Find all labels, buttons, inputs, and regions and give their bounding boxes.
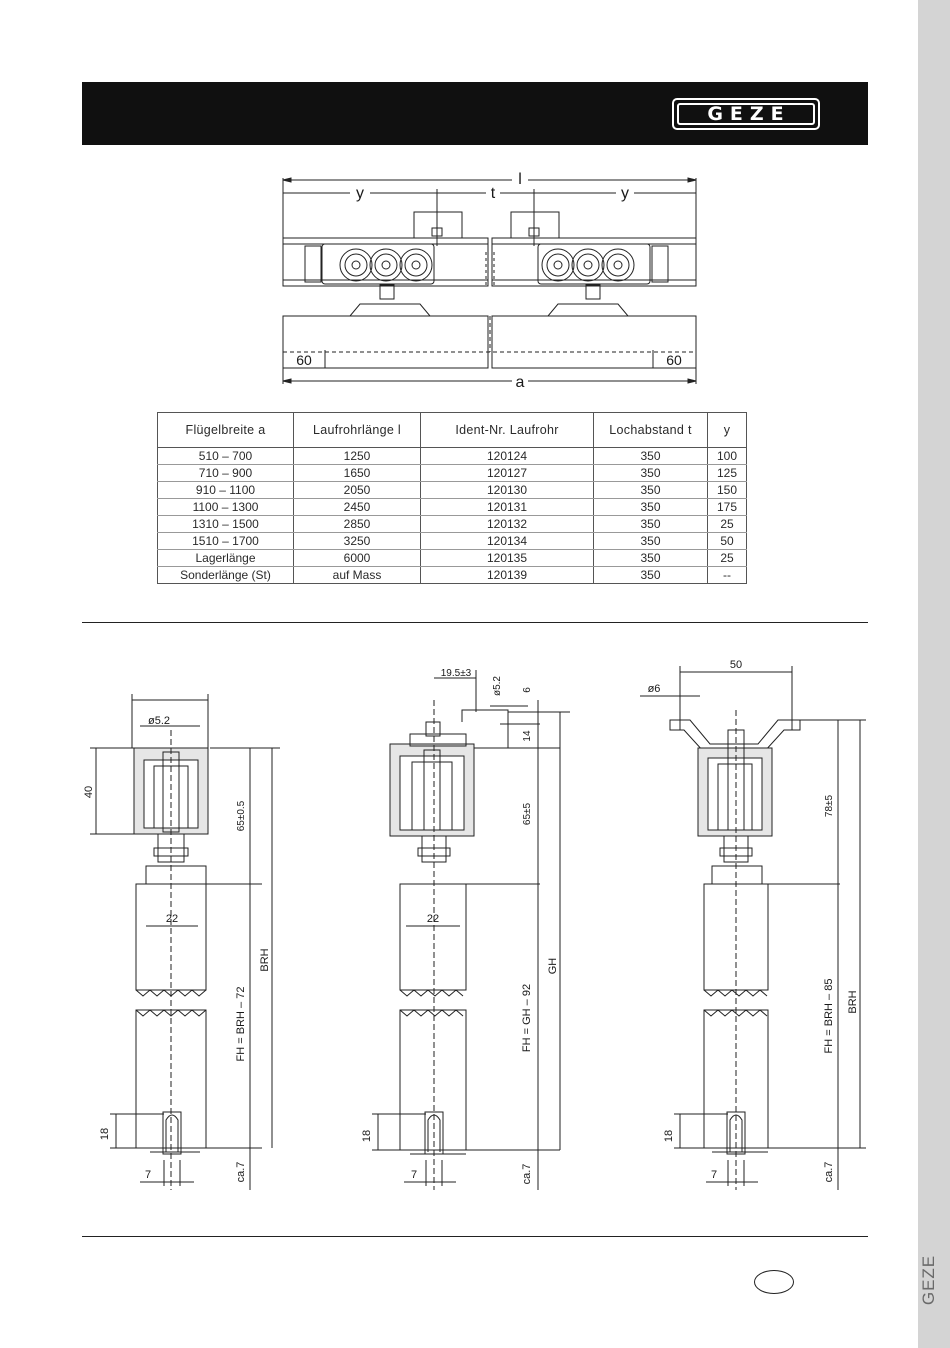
s2-w22: 22 bbox=[427, 913, 439, 925]
page-marker-oval bbox=[754, 1270, 794, 1294]
dim-60-right: 60 bbox=[666, 352, 682, 368]
geze-logo: GEZE bbox=[672, 98, 820, 130]
bottom-divider-line bbox=[82, 1236, 868, 1237]
track-assembly-drawing: l y t y 60 60 a bbox=[282, 171, 697, 391]
s1-dia: ø5.2 bbox=[148, 715, 170, 727]
dim-l: l bbox=[518, 171, 522, 188]
s2-w195: 19.5±3 bbox=[441, 668, 472, 679]
s3-w50: 50 bbox=[730, 659, 742, 671]
s3-w7: 7 bbox=[711, 1169, 717, 1181]
dim-y-left: y bbox=[356, 185, 364, 202]
s1-w22: 22 bbox=[166, 913, 178, 925]
s2-h65: 65±5 bbox=[522, 802, 533, 825]
s1-brh: BRH bbox=[259, 948, 271, 971]
col-header: Lochabstand t bbox=[593, 412, 708, 448]
divider-line bbox=[82, 622, 868, 623]
s2-gh: GH bbox=[547, 958, 559, 975]
s3-fh: FH = BRH – 85 bbox=[823, 979, 835, 1054]
s1-h18: 18 bbox=[99, 1128, 111, 1140]
s2-fh: FH = GH – 92 bbox=[521, 984, 533, 1052]
header-bar bbox=[82, 82, 868, 145]
s2-h6: 6 bbox=[522, 687, 533, 693]
cross-section-drawings: ø5.2 40 65±0.5 22 BRH FH = BRH – 72 18 7… bbox=[83, 659, 866, 1190]
s2-h18: 18 bbox=[361, 1130, 373, 1142]
s3-h78: 78±5 bbox=[824, 794, 835, 817]
side-strip bbox=[918, 0, 950, 1348]
s2-h14: 14 bbox=[522, 730, 533, 742]
s1-fh: FH = BRH – 72 bbox=[235, 987, 247, 1062]
s2-dia: ø5.2 bbox=[492, 676, 503, 696]
table-header-row: Flügelbreite a Laufrohrlänge l Ident-Nr.… bbox=[157, 412, 747, 448]
s1-ca7: ca.7 bbox=[235, 1162, 247, 1183]
s2-w7: 7 bbox=[411, 1169, 417, 1181]
s3-dia: ø6 bbox=[648, 683, 661, 695]
spec-table: Flügelbreite a Laufrohrlänge l Ident-Nr.… bbox=[157, 412, 747, 584]
dim-y-right: y bbox=[621, 185, 629, 202]
s1-h65: 65±0.5 bbox=[236, 800, 247, 831]
s1-h40: 40 bbox=[83, 786, 95, 798]
s3-ca7: ca.7 bbox=[823, 1162, 835, 1183]
dim-a: a bbox=[516, 374, 525, 391]
s3-h18: 18 bbox=[663, 1130, 675, 1142]
s3-brh: BRH bbox=[847, 990, 859, 1013]
s2-ca7: ca.7 bbox=[521, 1164, 533, 1185]
col-header: Ident-Nr. Laufrohr bbox=[420, 412, 594, 448]
s1-w7: 7 bbox=[145, 1169, 151, 1181]
dim-60-left: 60 bbox=[296, 352, 312, 368]
col-header: y bbox=[707, 412, 747, 448]
side-brand-label: GEZE bbox=[919, 1254, 939, 1306]
dim-t: t bbox=[491, 185, 496, 202]
